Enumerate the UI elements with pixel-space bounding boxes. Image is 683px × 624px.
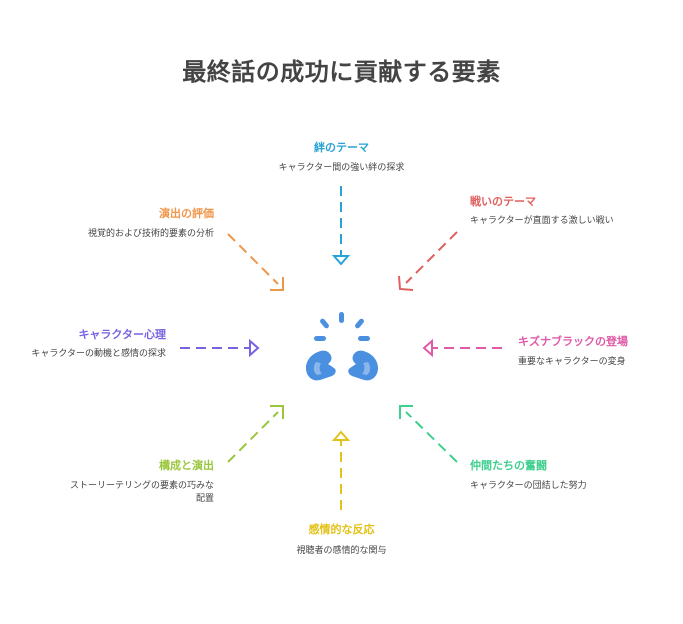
praying-hands-icon [306, 312, 378, 381]
arrow-zigzag [422, 338, 502, 358]
arrow-emotion [331, 430, 351, 510]
arrow-direction [227, 233, 284, 291]
direction-desc: 視覚的および技術的要素の分析 [87, 229, 214, 239]
bond-title: 絆のテーマ [314, 141, 369, 154]
friends-desc: キャラクターの団結した努力 [470, 481, 587, 491]
psychology-desc: キャラクターの動機と感情の探求 [31, 349, 166, 359]
arrow-bond [331, 186, 351, 266]
emotion-desc: 視聴者の感情的な関与 [296, 546, 387, 556]
zigzag-desc: 重要なキャラクターの変身 [518, 357, 626, 367]
arrow-battle [398, 231, 458, 291]
battle-title: 戦いのテーマ [470, 195, 536, 208]
emotion-title: 感情的な反応 [308, 523, 375, 536]
arrow-structure [227, 405, 284, 463]
structure-title: 構成と演出 [159, 459, 214, 472]
arrow-psychology [180, 338, 260, 358]
arrow-friends [399, 405, 458, 463]
direction-title: 演出の評価 [159, 207, 214, 220]
structure-desc: ストーリーテリングの要素の巧みな配置 [69, 481, 214, 504]
bond-desc: キャラクター間の強い絆の探求 [278, 163, 405, 173]
battle-desc: キャラクターが直面する激しい戦い [470, 216, 614, 226]
psychology-title: キャラクター心理 [78, 328, 166, 341]
page-title: 最終話の成功に貢献する要素 [182, 58, 501, 86]
friends-title: 仲間たちの奮闘 [470, 459, 547, 472]
zigzag-title: キズナブラックの登場 [518, 335, 628, 348]
